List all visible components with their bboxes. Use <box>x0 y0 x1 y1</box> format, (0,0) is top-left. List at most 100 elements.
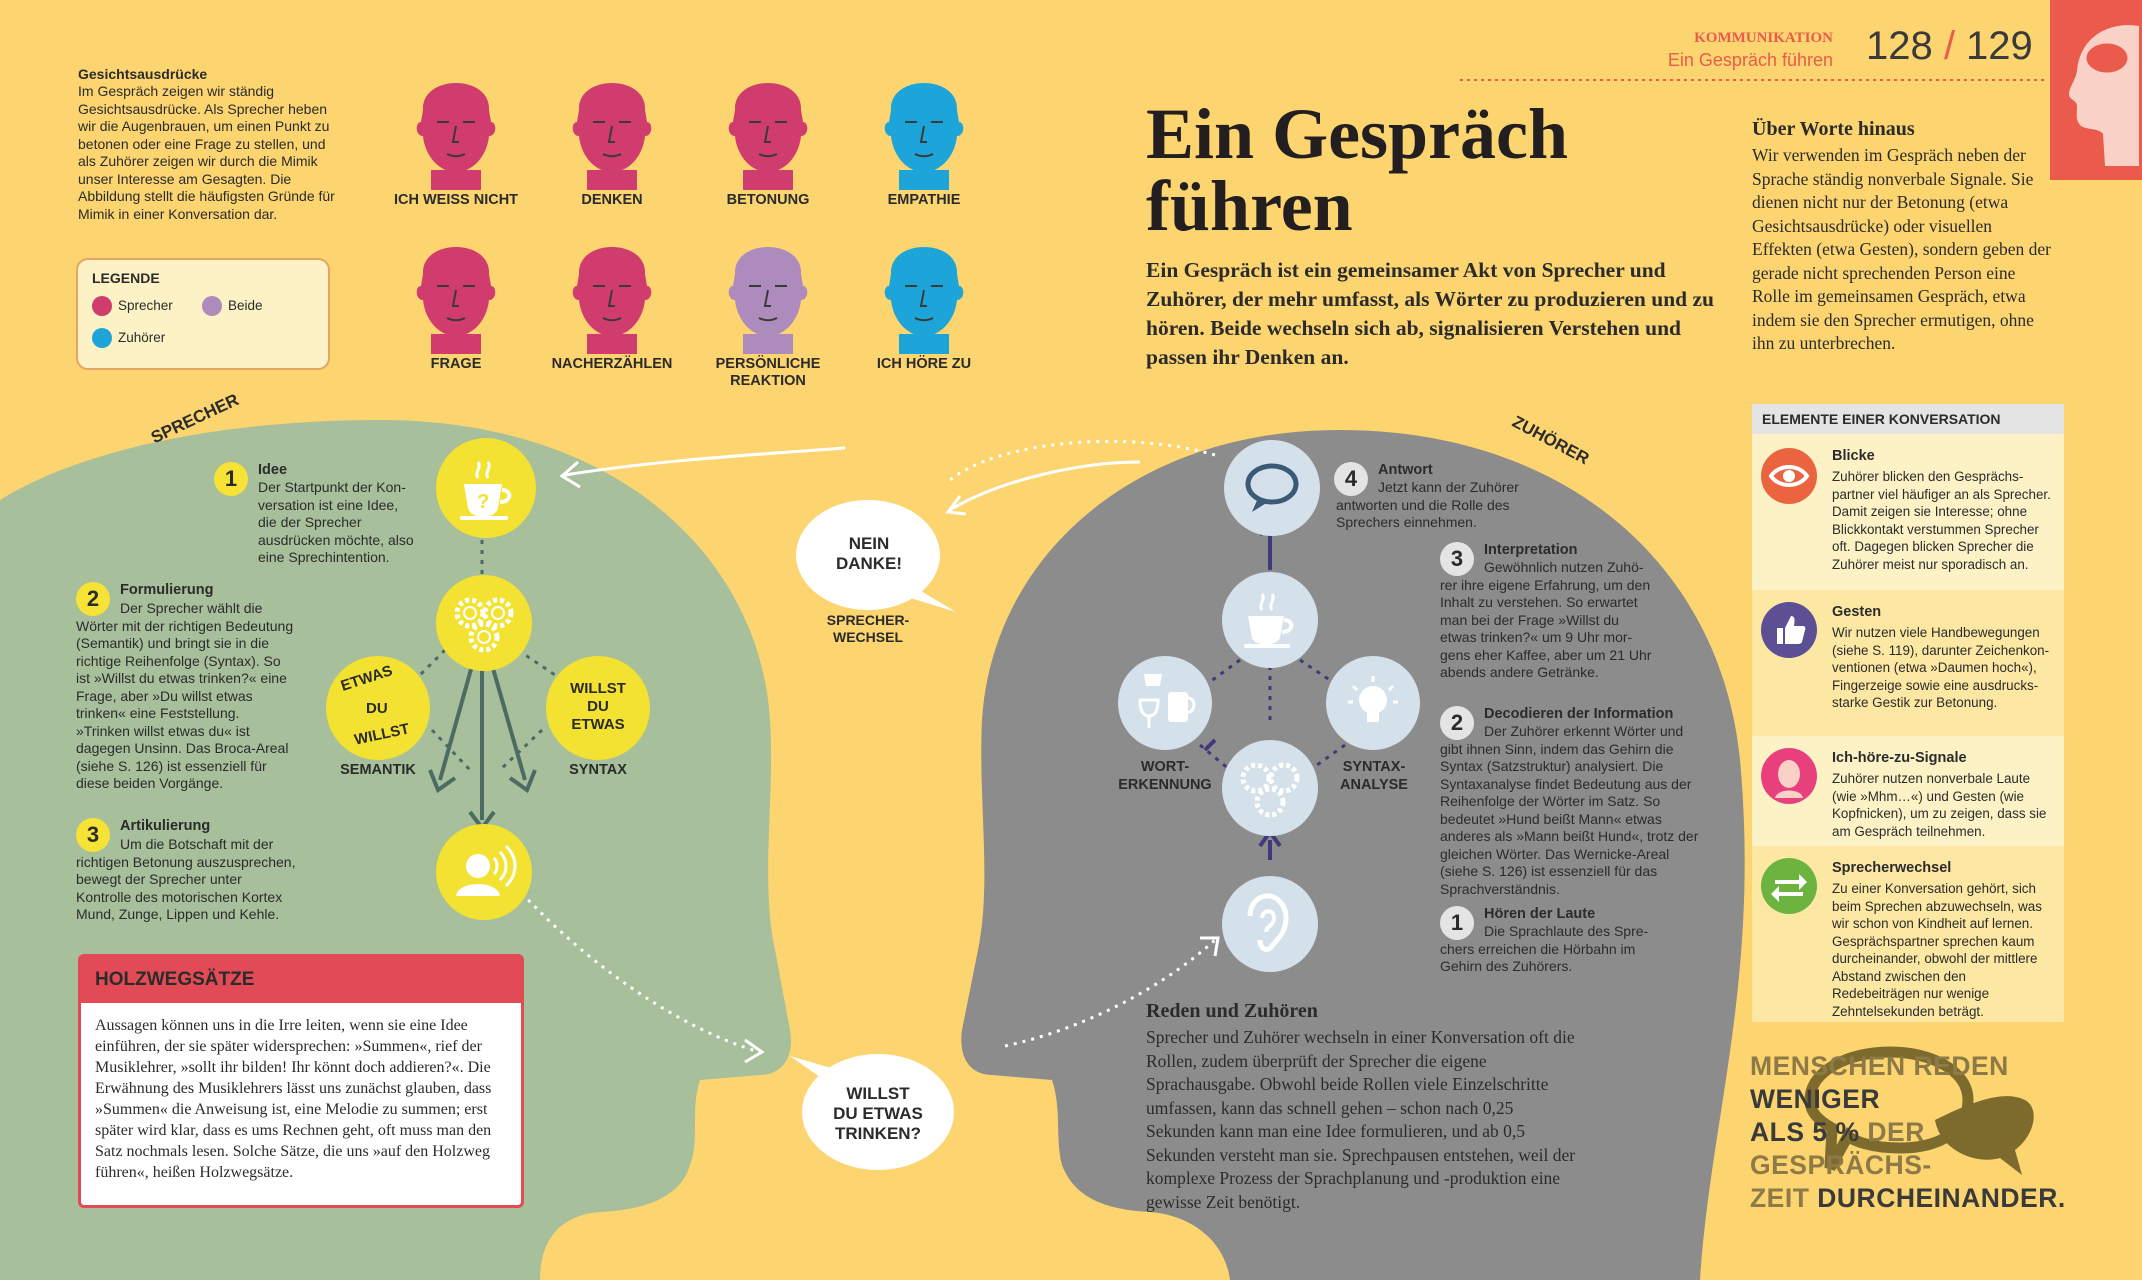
facial-heading: Gesichtsausdrücke <box>78 66 208 82</box>
semantik-circle: ETWAS DU WILLST <box>326 656 430 760</box>
stat-line-2: WENIGER <box>1750 1084 1881 1114</box>
willst-line-3: TRINKEN? <box>835 1124 921 1143</box>
element-wechsel-text: Zu einer Konversation gehört, sich beim … <box>1832 881 2042 1019</box>
page-title-line1: Ein Gespräch <box>1146 94 1569 174</box>
speaker-step-1-number: 1 <box>214 462 248 496</box>
thumbs-up-icon <box>1761 602 1817 658</box>
legend-speaker-label: Sprecher <box>118 298 173 313</box>
speaker-step-1-text: Der Startpunkt der Kon­versation ist ein… <box>258 479 414 565</box>
holzweg-box: HOLZWEGSÄTZE Aussagen können uns in die … <box>78 954 524 1208</box>
listener-step-4-number: 4 <box>1334 462 1368 496</box>
ear-icon <box>1247 893 1289 952</box>
element-signale-text: Zuhörer nutzen nonverbale Laute (wie »Mh… <box>1832 771 2047 839</box>
element-gesten: Gesten Wir nutzen viele Handbewegungen (… <box>1752 590 2064 736</box>
page-title-line2: führen <box>1146 166 1353 246</box>
idea-circle: ? <box>436 438 536 538</box>
answer-circle <box>1224 440 1320 536</box>
stat-line-3a: ALS 5 % <box>1750 1117 1860 1147</box>
lightbulb-icon <box>1348 676 1398 722</box>
svg-text:?: ? <box>477 491 489 513</box>
speaker-step-2-title: Formulierung <box>120 582 214 598</box>
wechsel-line-1: SPRECHER- <box>826 612 910 628</box>
word-recognition-circle <box>1118 656 1212 750</box>
element-blicke-title: Blicke <box>1832 448 1875 464</box>
page-number-left: 128 <box>1866 24 1933 68</box>
listener-step-2-text: Der Zuhörer erkennt Wörter und gibt ihne… <box>1440 723 1699 897</box>
syntax-line-1: SYNTAX- <box>1342 759 1406 775</box>
speaker-step-2-text: Der Sprecher wählt die Wörter mit der ri… <box>76 600 294 791</box>
element-sprecherwechsel: Sprecherwechsel Zu einer Konversation ge… <box>1752 846 2064 1022</box>
legend-both-label: Beide <box>228 298 263 313</box>
legend-speaker-swatch <box>92 296 112 316</box>
syntax-word-3: ETWAS <box>571 716 625 733</box>
face-icon <box>723 224 813 359</box>
speaking-person-icon <box>456 844 517 896</box>
nein-line-1: NEIN <box>848 534 890 553</box>
listener-step-3-text: Gewöhnlich nutzen Zuhö­rer ihre eigene E… <box>1440 559 1652 680</box>
section-label: KOMMUNIKATION <box>1694 30 1833 46</box>
face-icon <box>411 60 501 195</box>
face-label: BETONUNG <box>726 192 810 208</box>
decoding-circle <box>1222 740 1318 836</box>
face-label: PERSÖNLICHE REAKTION <box>715 356 821 389</box>
stat-block: MENSCHEN REDEN WENIGER ALS 5 % DER GESPR… <box>1750 1050 2066 1215</box>
coffee-cup-icon <box>1244 593 1294 648</box>
face-label: ICH HÖRE ZU <box>876 356 972 372</box>
element-ich-hoere-zu: Ich-höre-zu-Signale Zuhörer nutzen nonve… <box>1752 736 2064 846</box>
syntax-analysis-circle <box>1326 656 1420 750</box>
listener-step-4-text: Jetzt kann der Zuhörer antworten und die… <box>1336 479 1519 530</box>
speech-bubble-icon <box>1245 463 1299 512</box>
ueber-title: Über Worte hinaus <box>1752 118 1915 140</box>
wort-line-1: WORT- <box>1140 759 1190 775</box>
semantik-label: SEMANTIK <box>340 762 416 778</box>
legend-listener-swatch <box>92 328 112 348</box>
holzweg-title: HOLZWEGSÄTZE <box>95 969 255 990</box>
stat-line-3b: DER <box>1859 1117 1925 1147</box>
head-profile-icon <box>2055 16 2139 171</box>
semantik-word-3: WILLST <box>352 720 411 749</box>
listener-step-1-text: Die Sprachlaute des Spre­chers erreichen… <box>1440 923 1649 974</box>
element-gesten-title: Gesten <box>1832 604 1882 620</box>
element-wechsel-title: Sprecherwechsel <box>1832 860 1952 876</box>
face-icon <box>723 60 813 195</box>
stat-line-1: MENSCHEN REDEN <box>1750 1051 2009 1081</box>
willst-line-1: WILLST <box>846 1084 910 1103</box>
articulation-circle <box>436 824 532 920</box>
gears-icon <box>454 597 514 653</box>
drinks-icon <box>1138 674 1196 728</box>
reden-title: Reden und Zuhören <box>1146 1000 1318 1022</box>
speaker-step-3-title: Artikulierung <box>120 818 211 834</box>
face-icon <box>879 224 969 359</box>
stat-line-4: GESPRÄCHS- <box>1750 1150 1932 1180</box>
nein-line-2: DANKE! <box>835 554 903 573</box>
element-signale-title: Ich-höre-zu-Signale <box>1832 750 1967 766</box>
page-number-separator: / <box>1944 24 1956 68</box>
face-icon <box>411 224 501 359</box>
legend-box: LEGENDE Sprecher Beide Zuhörer <box>76 258 330 370</box>
face-label: NACHERZÄHLEN <box>551 356 673 372</box>
syntax-analysis-label: SYNTAX- ANALYSE <box>1322 758 1426 794</box>
face-label: DENKEN <box>581 192 643 208</box>
stat-line-5a: ZEIT <box>1750 1183 1818 1213</box>
listening-face-icon <box>1761 748 1817 804</box>
section-subtitle: Ein Gespräch führen <box>1667 50 1833 70</box>
willst-line-2: DU ETWAS <box>833 1104 923 1123</box>
speaker-step-1-title: Idee <box>258 462 288 478</box>
holzweg-text: Aussagen können uns in die Irre leiten, … <box>95 1017 492 1181</box>
face-icon <box>567 224 657 359</box>
syntax-word-2: DU <box>587 698 609 715</box>
listener-step-2-number: 2 <box>1440 706 1474 740</box>
willst-du-bubble: WILLST DU ETWAS TRINKEN? <box>790 1050 956 1174</box>
eye-icon <box>1761 448 1817 504</box>
stat-line-5b: DURCHEINANDER. <box>1817 1183 2066 1213</box>
semantik-word-2: DU <box>366 700 388 717</box>
facial-text: Im Gespräch zeigen wir ständig Gesichtsa… <box>78 83 335 222</box>
listener-step-1-number: 1 <box>1440 906 1474 940</box>
element-blicke-text: Zuhörer blicken den Gesprächs­partner vi… <box>1832 469 2051 572</box>
face-icon <box>879 60 969 195</box>
listener-step-4-title: Antwort <box>1378 462 1433 478</box>
listener-step-3-number: 3 <box>1440 542 1474 576</box>
legend-listener-label: Zuhörer <box>118 330 166 345</box>
hearing-circle <box>1222 876 1318 972</box>
wechsel-line-2: WECHSEL <box>833 629 903 645</box>
